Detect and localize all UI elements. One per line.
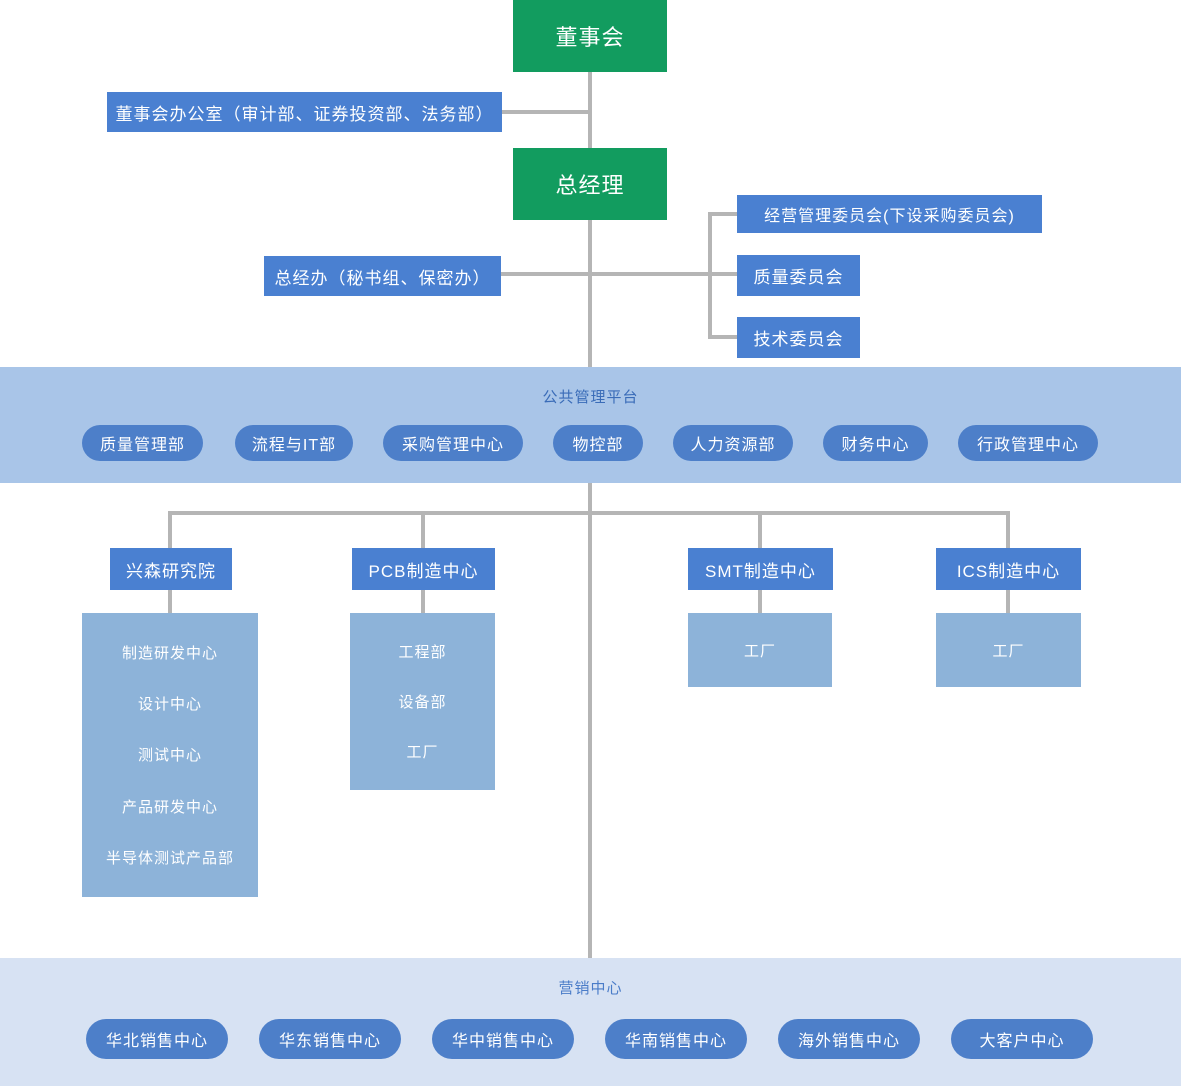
dept-pill-quality: 质量管理部 bbox=[82, 425, 203, 461]
platform-band-title: 公共管理平台 bbox=[542, 389, 639, 406]
connector-board-office bbox=[502, 110, 588, 114]
branch-box-ics: ICS制造中心 bbox=[936, 548, 1081, 590]
connector-branches-horizontal bbox=[168, 511, 1010, 515]
panel-item: 半导体测试产品部 bbox=[105, 849, 234, 867]
sales-pill-east: 华东销售中心 bbox=[259, 1019, 401, 1059]
dept-pill-hr: 人力资源部 bbox=[673, 425, 793, 461]
committee-box-technology: 技术委员会 bbox=[737, 317, 860, 358]
marketing-band: 营销中心 华北销售中心 华东销售中心 华中销售中心 华南销售中心 海外销售中心 … bbox=[0, 958, 1181, 1086]
board-box: 董事会 bbox=[513, 0, 667, 72]
branch-box-smt: SMT制造中心 bbox=[688, 548, 833, 590]
ics-panel: 工厂 bbox=[936, 613, 1081, 687]
connector-drop-pcb bbox=[421, 515, 425, 548]
dept-pill-material-control: 物控部 bbox=[553, 425, 643, 461]
dept-pill-process-it: 流程与IT部 bbox=[235, 425, 353, 461]
sales-pill-key-accounts: 大客户中心 bbox=[951, 1019, 1093, 1059]
pcb-panel: 工程部 设备部 工厂 bbox=[350, 613, 495, 790]
panel-item: 产品研发中心 bbox=[121, 798, 218, 816]
smt-panel: 工厂 bbox=[688, 613, 832, 687]
committee-box-operations: 经营管理委员会(下设采购委员会) bbox=[737, 195, 1042, 233]
sales-pill-overseas: 海外销售中心 bbox=[778, 1019, 920, 1059]
sales-pill-south: 华南销售中心 bbox=[605, 1019, 747, 1059]
sales-pill-north: 华北销售中心 bbox=[86, 1019, 228, 1059]
platform-band: 公共管理平台 质量管理部 流程与IT部 采购管理中心 物控部 人力资源部 财务中… bbox=[0, 367, 1181, 483]
branch-box-research-institute: 兴森研究院 bbox=[110, 548, 232, 590]
panel-item: 制造研发中心 bbox=[121, 645, 218, 663]
connector-drop-smt bbox=[758, 515, 762, 548]
connector-smt-panel bbox=[758, 590, 762, 613]
connector-committee-vertical bbox=[708, 212, 712, 339]
sales-pill-central: 华中销售中心 bbox=[432, 1019, 574, 1059]
connector-gm-down bbox=[588, 220, 592, 367]
connector-committee-bottom-stub bbox=[708, 335, 737, 339]
connector-drop-ics bbox=[1006, 515, 1010, 548]
panel-item: 工程部 bbox=[398, 644, 447, 662]
board-office-box: 董事会办公室（审计部、证券投资部、法务部） bbox=[107, 92, 502, 132]
connector-research-panel bbox=[168, 590, 172, 613]
panel-item: 测试中心 bbox=[137, 747, 202, 765]
marketing-band-title: 营销中心 bbox=[558, 980, 623, 997]
branch-box-pcb: PCB制造中心 bbox=[352, 548, 495, 590]
dept-pill-finance: 财务中心 bbox=[823, 425, 928, 461]
panel-item: 工厂 bbox=[743, 642, 776, 660]
connector-pcb-panel bbox=[421, 590, 425, 613]
panel-item: 工厂 bbox=[406, 743, 439, 761]
connector-gm-office-committees bbox=[501, 272, 737, 276]
connector-drop-research bbox=[168, 515, 172, 548]
dept-pill-procurement: 采购管理中心 bbox=[383, 425, 523, 461]
general-manager-box: 总经理 bbox=[513, 148, 667, 220]
gm-office-box: 总经办（秘书组、保密办） bbox=[264, 256, 501, 296]
connector-committee-top-stub bbox=[708, 212, 737, 216]
panel-item: 设计中心 bbox=[137, 696, 202, 714]
connector-trunk-lower bbox=[588, 483, 592, 958]
panel-item: 设备部 bbox=[398, 693, 447, 711]
research-institute-panel: 制造研发中心 设计中心 测试中心 产品研发中心 半导体测试产品部 bbox=[82, 613, 258, 897]
committee-box-quality: 质量委员会 bbox=[737, 255, 860, 296]
dept-pill-administration: 行政管理中心 bbox=[958, 425, 1098, 461]
connector-board-gm bbox=[588, 72, 592, 148]
panel-item: 工厂 bbox=[992, 642, 1025, 660]
connector-ics-panel bbox=[1006, 590, 1010, 613]
